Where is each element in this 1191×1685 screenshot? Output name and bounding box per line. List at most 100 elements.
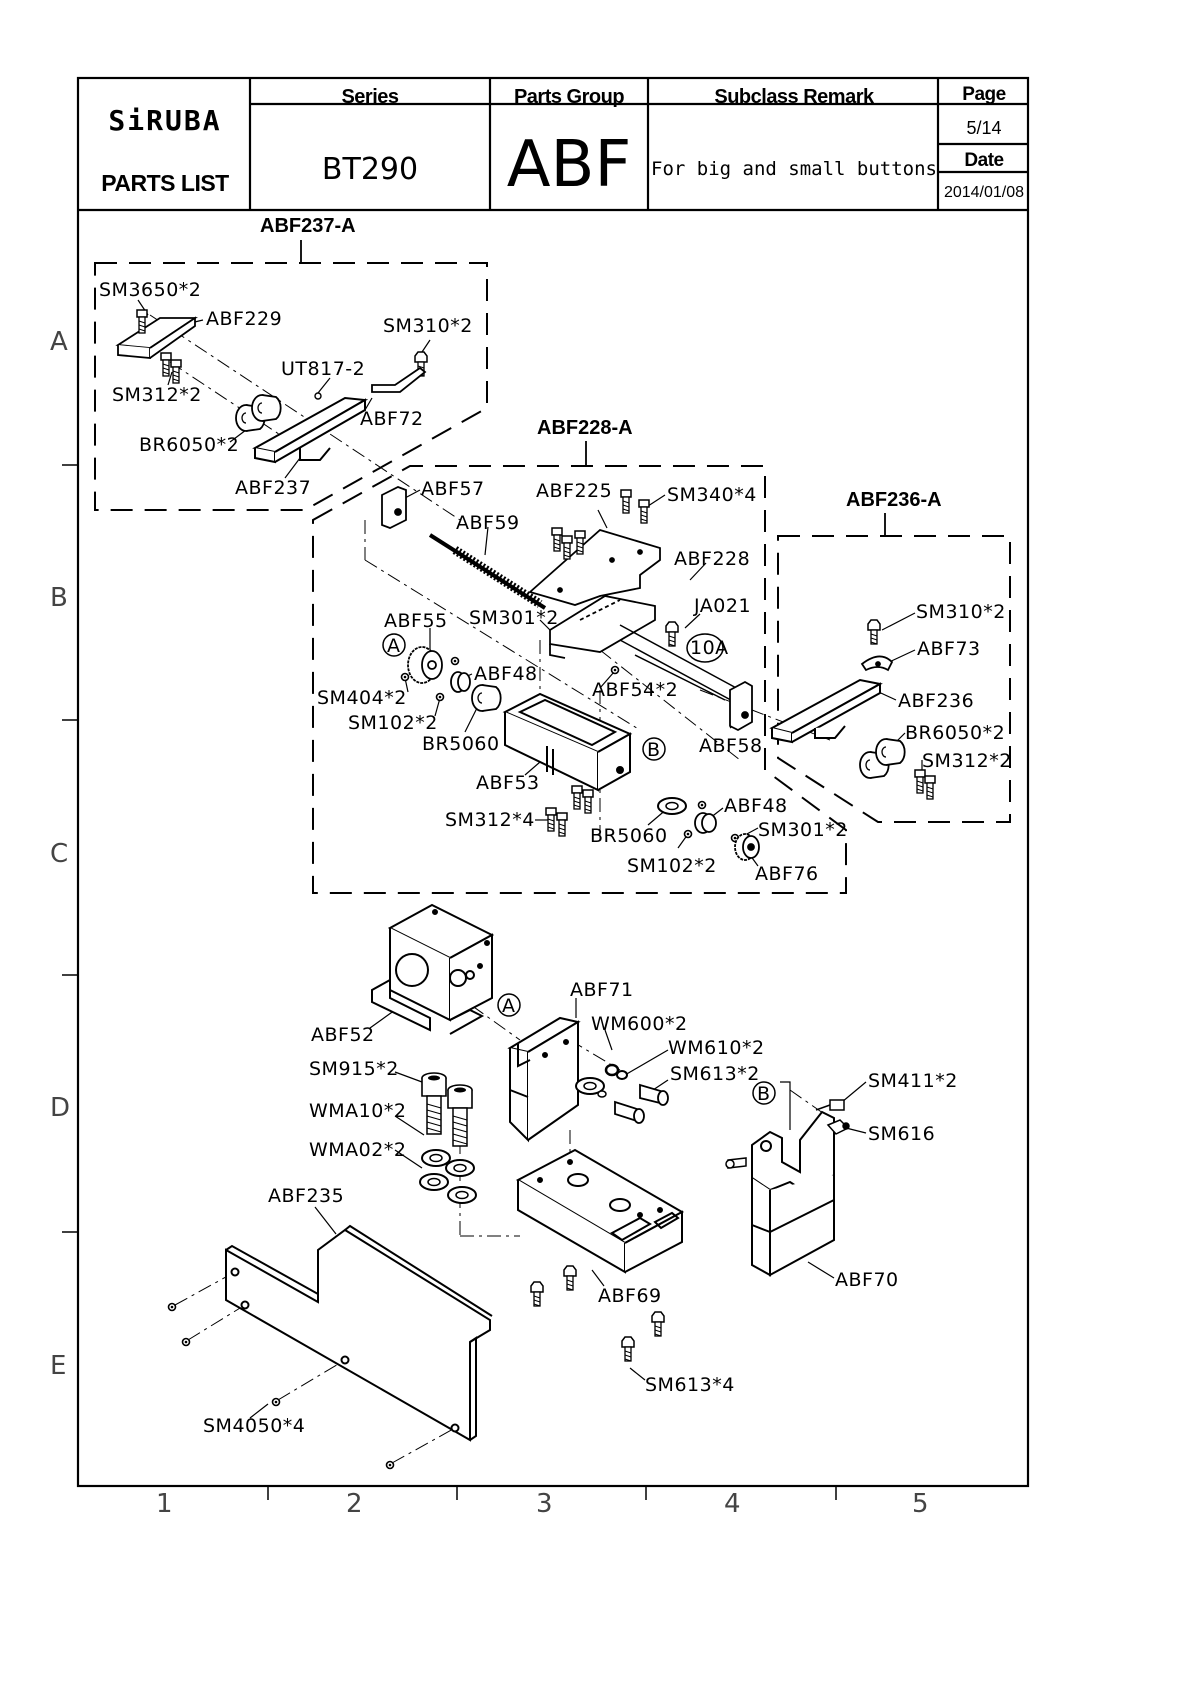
wm610-washer xyxy=(616,1070,628,1080)
callout-sm915: SM915*2 xyxy=(309,1058,399,1080)
assembly-abf236a: ABF236-A xyxy=(846,489,942,511)
abf235-plate xyxy=(225,1224,493,1442)
callout-abf235: ABF235 xyxy=(268,1185,344,1207)
callout-br6050-a: BR6050*2 xyxy=(139,434,239,456)
abf71-block xyxy=(507,1016,581,1143)
ref-marker-b2: B xyxy=(757,1083,771,1105)
abf69-screw-1 xyxy=(563,1265,577,1291)
callout-abf54: ABF54*2 xyxy=(592,679,678,701)
abf225-plate xyxy=(528,528,661,606)
grid-row-b: B xyxy=(50,583,68,613)
abf70-bracket xyxy=(751,1110,835,1277)
sm340-screw-2 xyxy=(561,535,573,560)
sm312-screw-c3 xyxy=(571,785,583,810)
callout-abf48-b: ABF48 xyxy=(724,795,788,817)
sm310-screw-b xyxy=(867,619,881,645)
sm301-screw-a xyxy=(610,665,620,675)
callout-sm301-b: SM301*2 xyxy=(758,819,848,841)
grid-row-e: E xyxy=(50,1351,66,1381)
sm3650-screw xyxy=(136,309,148,334)
assembly-boundaries xyxy=(94,262,1011,894)
abf73-clip xyxy=(860,655,894,672)
abf48-collar-2 xyxy=(694,812,717,834)
wm610-washer-2 xyxy=(597,1090,607,1098)
sheet-title: PARTS LIST xyxy=(101,170,229,196)
callout-abf52: ABF52 xyxy=(311,1024,375,1046)
boundary-abf236a xyxy=(777,535,1011,823)
callout-br5060-a: BR5060 xyxy=(422,733,500,755)
sm340-screw-1 xyxy=(551,527,563,552)
sm613-screw-2 xyxy=(651,1311,665,1337)
callout-wm600: WM600*2 xyxy=(591,1013,688,1035)
callout-abf228: ABF228 xyxy=(674,548,750,570)
ref-marker-a1: A xyxy=(387,635,401,657)
callout-abf73: ABF73 xyxy=(917,638,981,660)
callout-sm310-a: SM310*2 xyxy=(383,315,473,337)
assembly-abf237a: ABF237-A xyxy=(260,215,356,237)
callout-br5060-b: BR5060 xyxy=(590,825,668,847)
callout-abf237: ABF237 xyxy=(235,477,311,499)
grid-col-labels: 1 2 3 4 5 xyxy=(156,1489,929,1519)
sm312-screw-c1 xyxy=(545,807,557,832)
abf52-block xyxy=(371,903,495,1035)
sm404-screw xyxy=(400,672,410,682)
grid-col-3: 3 xyxy=(536,1489,553,1519)
abf70-side-screw xyxy=(725,1157,747,1169)
page-label: Page xyxy=(962,84,1006,105)
ref-marker-a2: A xyxy=(502,995,516,1017)
sm613-bolts xyxy=(614,1083,669,1124)
sm4050-screw-4 xyxy=(385,1460,395,1470)
sm4050-screw-3 xyxy=(271,1397,281,1407)
date-value: 2014/01/08 xyxy=(943,184,1025,201)
sm616-screw xyxy=(826,1119,850,1135)
callout-sm613-a: SM613*2 xyxy=(670,1063,760,1085)
br6050-bearing-2 xyxy=(251,394,282,422)
callout-sm310-b: SM310*2 xyxy=(916,601,1006,623)
sm301-screw-b xyxy=(697,800,707,810)
abf55-set-screw xyxy=(450,656,460,666)
wma10-washer-2 xyxy=(445,1159,475,1177)
callout-sm312-a: SM312*2 xyxy=(112,384,202,406)
sm915-bolt-2 xyxy=(447,1084,473,1147)
assembly-abf228a: ABF228-A xyxy=(537,417,633,439)
callout-sm616: SM616 xyxy=(868,1123,935,1145)
brand-logo: SiRUBA xyxy=(108,104,222,137)
grid-col-4: 4 xyxy=(724,1489,741,1519)
callout-sm404: SM404*2 xyxy=(317,687,407,709)
abf58-block xyxy=(729,680,753,732)
wma02-washer-1 xyxy=(419,1173,449,1191)
assembly-leaders xyxy=(300,240,886,536)
grid-col-5: 5 xyxy=(912,1489,929,1519)
abf236-bracket xyxy=(769,678,883,744)
grid-row-labels: A B C D E xyxy=(50,327,70,1381)
grid-row-c: C xyxy=(50,839,68,869)
callout-abf72: ABF72 xyxy=(360,408,424,430)
callout-abf48-a: ABF48 xyxy=(474,663,538,685)
sm340-screw-5 xyxy=(638,499,650,524)
abf72-clip xyxy=(371,366,427,393)
abf48-collar-1 xyxy=(450,671,471,693)
callout-sm102-a: SM102*2 xyxy=(348,712,438,734)
abf237-bracket xyxy=(252,396,369,464)
callout-sm3650: SM3650*2 xyxy=(99,279,201,301)
grid-col-1: 1 xyxy=(156,1489,173,1519)
callout-abf225: ABF225 xyxy=(536,480,612,502)
sm4050-screw-2 xyxy=(181,1337,191,1347)
callout-sm301-a: SM301*2 xyxy=(469,607,559,629)
parts-group-value: ABF xyxy=(506,128,632,202)
callout-sm340: SM340*4 xyxy=(667,484,757,506)
sm340-screw-4 xyxy=(620,489,632,514)
abf76-gear xyxy=(734,833,760,861)
sm102-screw-2 xyxy=(683,829,693,839)
callout-abf236: ABF236 xyxy=(898,690,974,712)
sm312-screw-c4 xyxy=(582,789,594,814)
callout-ja021: JA021 xyxy=(693,595,751,617)
callout-br6050-b: BR6050*2 xyxy=(905,722,1005,744)
sm340-screw-3 xyxy=(574,530,586,555)
abf54-rods xyxy=(619,624,741,706)
boundary-abf228a xyxy=(312,465,847,894)
sm613-screw-1 xyxy=(621,1336,635,1362)
sm312-screw-b2 xyxy=(924,775,936,800)
callout-abf76: ABF76 xyxy=(755,863,819,885)
sm411-screw xyxy=(815,1099,845,1111)
